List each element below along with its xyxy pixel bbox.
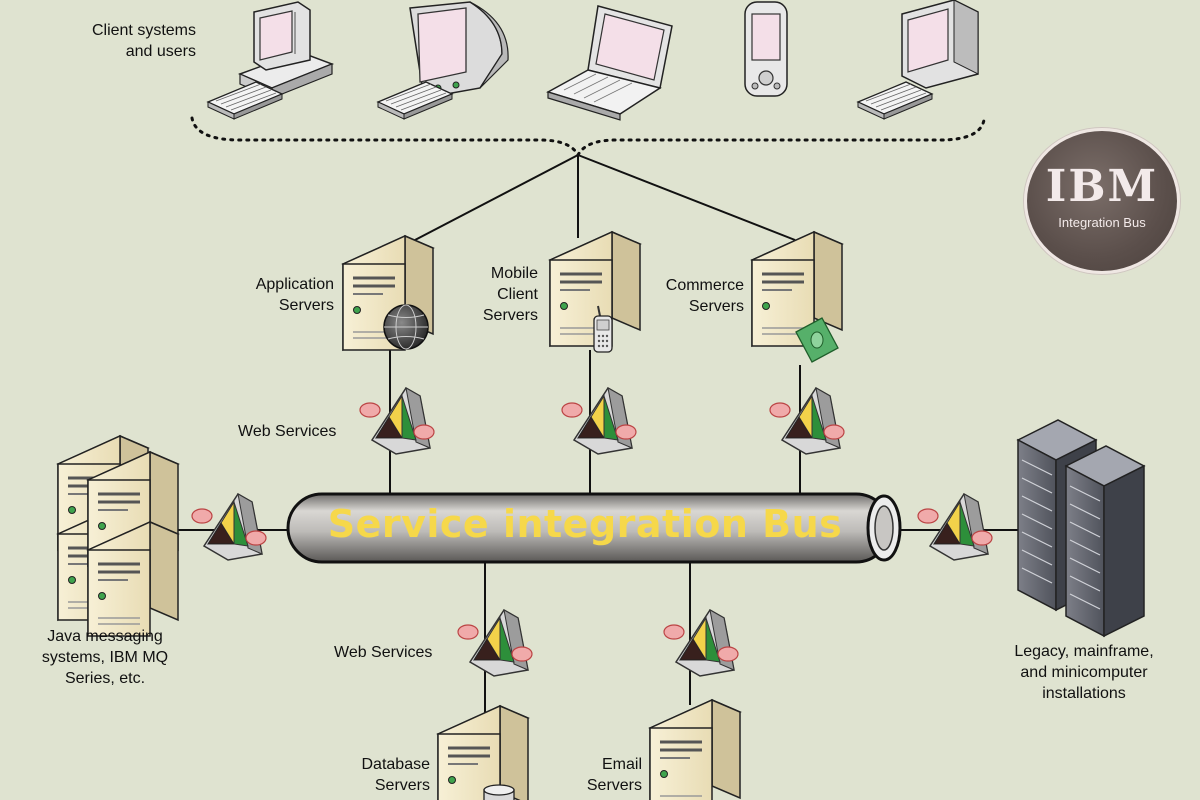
crt-monitor-icon (409, 1, 509, 99)
server-tower-icon (648, 698, 742, 800)
database-icon (483, 784, 515, 800)
globe-icon (383, 304, 429, 350)
mobile-servers-label: Mobile Client Servers (482, 265, 538, 324)
clients-label: Client systems and users (91, 22, 196, 60)
web-services-bottom-label: Web Services (334, 644, 433, 661)
java-messaging-label: Java messaging systems, IBM MQ Series, e… (41, 628, 169, 687)
money-bill-icon (795, 317, 839, 363)
commerce-servers-label: Commerce Servers (665, 277, 744, 315)
adapter-icon (191, 493, 267, 561)
server-rack-icon (1064, 445, 1146, 638)
email-servers-label: Email Servers (586, 756, 642, 794)
mobile-phone-icon (593, 305, 613, 353)
adapter-icon (917, 493, 993, 561)
bus-title: Service integration Bus (327, 502, 843, 546)
database-servers-label: Database Servers (361, 756, 431, 794)
desktop-computer-icon (237, 1, 335, 99)
adapter-icon (457, 609, 533, 677)
logo-subtitle: Integration Bus (1058, 215, 1146, 230)
adapter-icon (561, 387, 637, 455)
adapter-icon (663, 609, 739, 677)
service-bus-pipe (286, 492, 902, 564)
app-servers-label: Application Servers (255, 276, 334, 314)
legacy-label: Legacy, mainframe, and minicomputer inst… (1014, 643, 1154, 702)
web-services-top-label: Web Services (238, 423, 337, 440)
adapter-icon (359, 387, 435, 455)
client-brace (190, 116, 986, 159)
desktop-computer-icon (901, 0, 979, 89)
server-tower-icon (436, 704, 530, 800)
pda-icon (744, 1, 788, 97)
adapter-icon (769, 387, 845, 455)
laptop-icon (546, 5, 673, 121)
logo-brand: IBM (1027, 161, 1177, 212)
ibm-integration-bus-logo: IBM Integration Bus (1024, 128, 1180, 274)
